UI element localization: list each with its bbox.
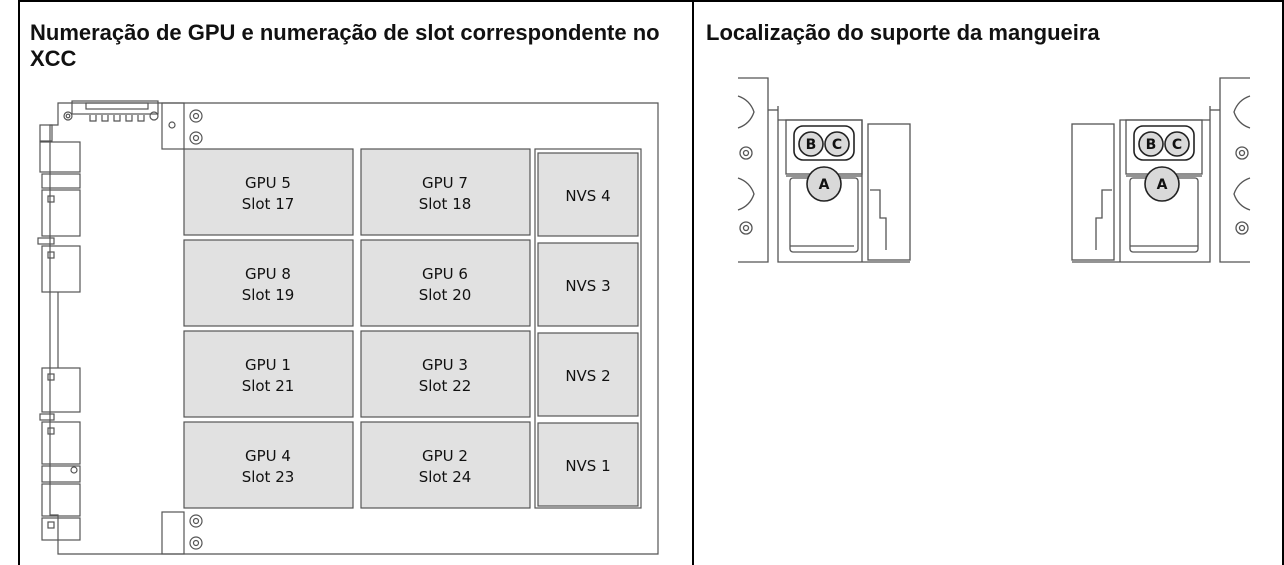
callout-a-label: A (1157, 177, 1168, 193)
callout-a-label: A (819, 177, 830, 193)
gpu-module-gpu1 (183, 330, 354, 418)
gpu-label: GPU 1 (245, 356, 291, 374)
right-panel-title: Localização do suporte da mangueira (706, 20, 1100, 45)
table-left-border (18, 0, 20, 565)
slot-label: Slot 22 (419, 377, 472, 395)
gpu-label: GPU 5 (245, 174, 291, 192)
gpu-label: GPU 6 (422, 265, 468, 283)
callout-c-left (824, 131, 850, 157)
gpu-module-gpu6 (360, 239, 531, 327)
nvs-module-1 (537, 422, 639, 507)
nvs-module-3 (537, 242, 639, 327)
callout-a-right (1144, 166, 1180, 202)
callout-c-label: C (1172, 137, 1182, 153)
slot-label: Slot 18 (419, 195, 472, 213)
gpu-label: GPU 3 (422, 356, 468, 374)
gpu-module-gpu7 (360, 148, 531, 236)
gpu-module-gpu2 (360, 421, 531, 509)
hose-holder-diagram: B C A B C A (737, 77, 1251, 263)
board-outline (49, 102, 659, 555)
table-column-divider (692, 0, 694, 565)
callout-b-label: B (806, 137, 817, 153)
nvs-module-2 (537, 332, 639, 417)
gpu-label: GPU 7 (422, 174, 468, 192)
gpu-module-gpu4 (183, 421, 354, 509)
slot-label: Slot 19 (242, 286, 295, 304)
gpu-label: GPU 4 (245, 447, 291, 465)
nvs-label: NVS 4 (565, 187, 610, 205)
callout-b-left (798, 131, 824, 157)
chassis-frame-left (738, 77, 769, 263)
callout-a-left (806, 166, 842, 202)
callout-c-label: C (832, 137, 842, 153)
slot-label: Slot 17 (242, 195, 295, 213)
nvs-label: NVS 2 (565, 367, 610, 385)
gpu-module-gpu5 (183, 148, 354, 236)
slot-label: Slot 24 (419, 468, 472, 486)
nvs-label: NVS 1 (565, 457, 610, 475)
slot-label: Slot 20 (419, 286, 472, 304)
gpu-board-diagram: GPU 5 Slot 17 GPU 7 Slot 18 GPU 8 Slot 1… (37, 100, 659, 555)
gpu-label: GPU 2 (422, 447, 468, 465)
table-top-border (18, 0, 1284, 2)
nvs-label: NVS 3 (565, 277, 610, 295)
callout-b-label: B (1146, 137, 1157, 153)
top-connector (71, 100, 159, 115)
gpu-module-gpu8 (183, 239, 354, 327)
table-right-border (1282, 0, 1284, 565)
gpu-label: GPU 8 (245, 265, 291, 283)
nvs-module-4 (537, 152, 639, 237)
gpu-module-gpu3 (360, 330, 531, 418)
slot-label: Slot 21 (242, 377, 295, 395)
chassis-frame-right (1219, 77, 1250, 263)
slot-label: Slot 23 (242, 468, 295, 486)
callout-b-right (1138, 131, 1164, 157)
callout-c-right (1164, 131, 1190, 157)
left-panel-title: Numeração de GPU e numeração de slot cor… (30, 20, 660, 71)
